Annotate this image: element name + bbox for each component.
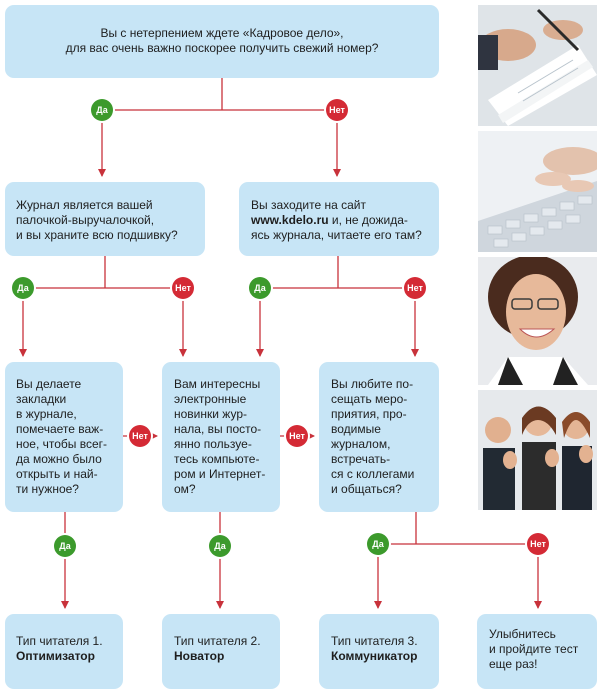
no-badge-events: Нет bbox=[527, 533, 549, 555]
connector-events-split bbox=[378, 512, 538, 545]
yes-badge-top: Да bbox=[91, 99, 113, 121]
question-box-events: Вы любите по- сещать меро- приятия, про-… bbox=[319, 362, 439, 512]
no-badge-journal: Нет bbox=[172, 277, 194, 299]
yes-badge-bookmarks: Да bbox=[54, 535, 76, 557]
result-2-prefix: Тип читателя 2. bbox=[174, 634, 261, 648]
result-box-1: Тип читателя 1. Оптимизатор bbox=[5, 614, 123, 689]
connector-journal-split bbox=[23, 256, 183, 289]
result-retry-text: Улыбнитесь и пройдите тест еще раз! bbox=[489, 627, 579, 671]
question-events-text: Вы любите по- сещать меро- приятия, про-… bbox=[331, 377, 415, 496]
question-journal-text: Журнал является вашей палочкой-выручалоч… bbox=[16, 198, 178, 242]
result-1-prefix: Тип читателя 1. bbox=[16, 634, 103, 648]
connector-site-split bbox=[260, 256, 415, 289]
keyboard-illustration bbox=[478, 131, 597, 252]
result-3-name: Коммуникатор bbox=[331, 649, 418, 663]
site-link-text: www.kdelo.ru bbox=[251, 213, 329, 227]
question-box-bookmarks: Вы делаете закладки в журнале, помечаете… bbox=[5, 362, 123, 512]
question-box-top: Вы с нетерпением ждете «Кадровое дело», … bbox=[5, 5, 439, 78]
no-badge-top: Нет bbox=[326, 99, 348, 121]
question-box-novelties: Вам интересны электронные новинки жур- н… bbox=[162, 362, 280, 512]
result-box-3: Тип читателя 3. Коммуникатор bbox=[319, 614, 439, 689]
yes-badge-novelties: Да bbox=[209, 535, 231, 557]
yes-badge-journal: Да bbox=[12, 277, 34, 299]
result-box-retry: Улыбнитесь и пройдите тест еще раз! bbox=[477, 614, 597, 689]
yes-badge-site: Да bbox=[249, 277, 271, 299]
question-novelties-text: Вам интересны электронные новинки жур- н… bbox=[174, 377, 266, 496]
result-box-2: Тип читателя 2. Новатор bbox=[162, 614, 280, 689]
no-badge-site: Нет bbox=[404, 277, 426, 299]
question-box-journal: Журнал является вашей палочкой-выручалоч… bbox=[5, 182, 205, 256]
yes-badge-events: Да bbox=[367, 533, 389, 555]
question-bookmarks-text: Вы делаете закладки в журнале, помечаете… bbox=[16, 377, 108, 496]
keyboard-typing-photo bbox=[478, 131, 597, 252]
result-2-name: Новатор bbox=[174, 649, 225, 663]
business-papers-pen-photo bbox=[478, 5, 597, 126]
team-illustration bbox=[478, 390, 597, 510]
result-3-prefix: Тип читателя 3. bbox=[331, 634, 418, 648]
no-badge-novelties: Нет bbox=[286, 425, 308, 447]
result-1-name: Оптимизатор bbox=[16, 649, 95, 663]
question-top-text: Вы с нетерпением ждете «Кадровое дело», … bbox=[65, 26, 379, 55]
thumbs-up-team-photo bbox=[478, 390, 597, 510]
papers-pen-illustration bbox=[478, 5, 597, 126]
smiling-woman-photo bbox=[478, 257, 597, 385]
connector-top-split bbox=[102, 78, 337, 111]
woman-illustration bbox=[478, 257, 597, 385]
no-badge-bookmarks: Нет bbox=[129, 425, 151, 447]
